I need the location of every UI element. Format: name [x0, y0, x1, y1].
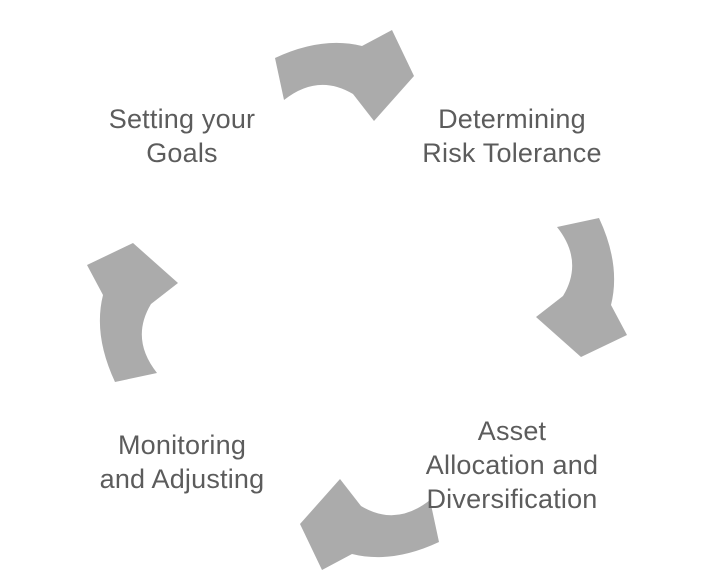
step-label-line: Diversification — [426, 484, 598, 514]
step-label-line: Risk Tolerance — [422, 138, 602, 168]
step-label-asset-allocation-and-diversification: Asset Allocation and Diversification — [382, 414, 642, 516]
step-label-monitoring-and-adjusting: Monitoring and Adjusting — [52, 428, 312, 496]
step-label-line: Determining — [438, 104, 586, 134]
step-label-line: Monitoring — [117, 430, 247, 460]
step-label-line: Goals — [146, 138, 218, 168]
step-label-setting-your-goals: Setting your Goals — [52, 102, 312, 170]
curved-arrow-up-icon — [87, 243, 178, 382]
step-label-line: Setting your — [108, 104, 256, 134]
step-label-determining-risk-tolerance: Determining Risk Tolerance — [382, 102, 642, 170]
step-label-line: and Adjusting — [99, 464, 265, 494]
curved-arrow-down-icon — [536, 218, 627, 357]
step-label-line: Allocation and — [425, 450, 599, 480]
step-label-line: Asset — [477, 416, 547, 446]
